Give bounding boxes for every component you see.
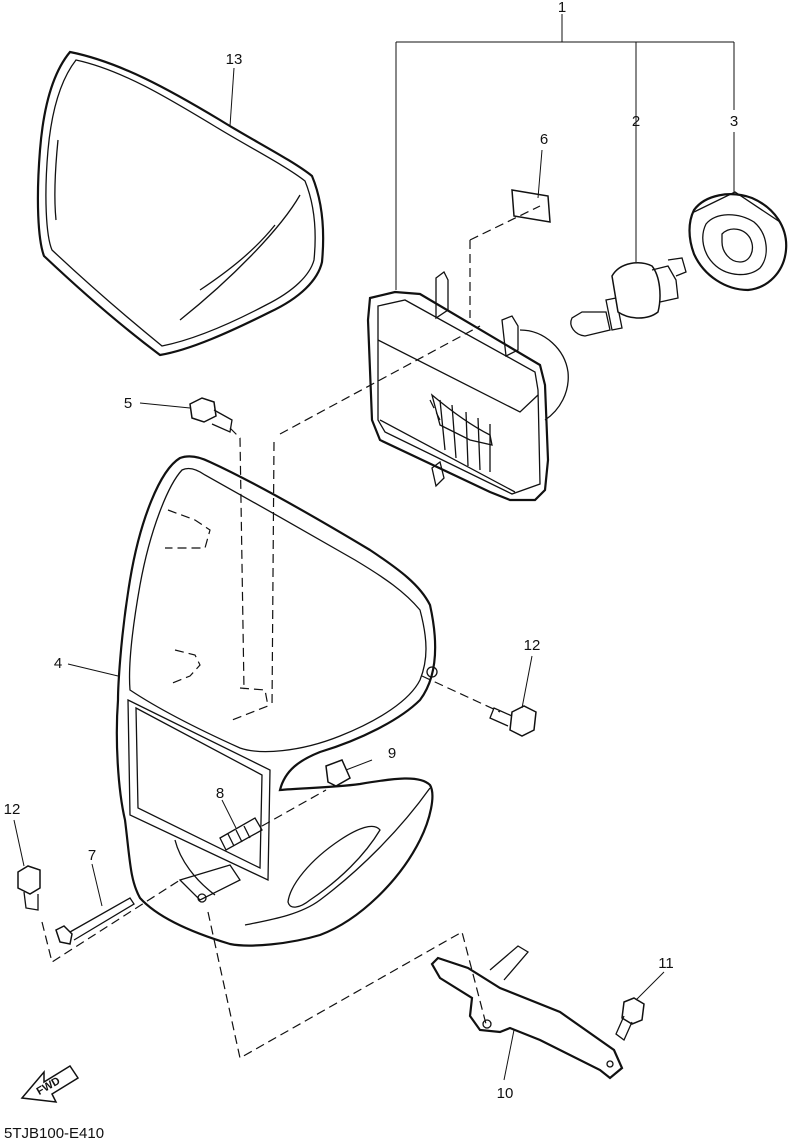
part-7-long-bolt[interactable] <box>55 897 135 945</box>
diagram-code: 5TJB100-E410 <box>4 1125 104 1142</box>
assembly-lines <box>41 205 541 1059</box>
part-2-bulb[interactable] <box>570 257 687 337</box>
callout-6: 6 <box>540 131 548 148</box>
part-5-screw[interactable] <box>189 397 233 433</box>
callout-4: 4 <box>54 655 62 672</box>
part-4-cowling[interactable] <box>115 455 438 947</box>
part-12-bolt-left[interactable] <box>17 865 41 911</box>
part-11-bolt[interactable] <box>615 997 645 1042</box>
callout-8: 8 <box>216 785 224 802</box>
callout-11: 11 <box>658 955 674 972</box>
callout-13: 13 <box>226 51 243 68</box>
part-10-bracket[interactable] <box>430 945 624 1080</box>
callout-2: 2 <box>632 113 640 130</box>
part-9-clip[interactable] <box>325 759 351 787</box>
part-3-socket-cover[interactable] <box>688 191 788 292</box>
callout-12-right: 12 <box>524 637 541 654</box>
callout-3: 3 <box>730 113 738 130</box>
part-8-grommet[interactable] <box>219 817 263 851</box>
callout-10: 10 <box>497 1085 514 1102</box>
part-1-headlight-unit[interactable] <box>366 271 569 502</box>
callout-9: 9 <box>388 745 396 762</box>
part-12-bolt-right[interactable] <box>489 705 537 737</box>
callout-labels: 1 2 3 4 5 6 7 8 9 10 11 12 12 13 <box>4 0 739 1102</box>
callout-7: 7 <box>88 847 96 864</box>
leader-lines <box>13 14 735 1081</box>
callout-5: 5 <box>124 395 132 412</box>
fwd-arrow: FWD <box>20 1064 80 1103</box>
callout-1: 1 <box>558 0 566 16</box>
part-13-visor[interactable] <box>36 50 325 357</box>
part-6-label[interactable] <box>511 189 551 223</box>
callout-12-left: 12 <box>4 801 21 818</box>
